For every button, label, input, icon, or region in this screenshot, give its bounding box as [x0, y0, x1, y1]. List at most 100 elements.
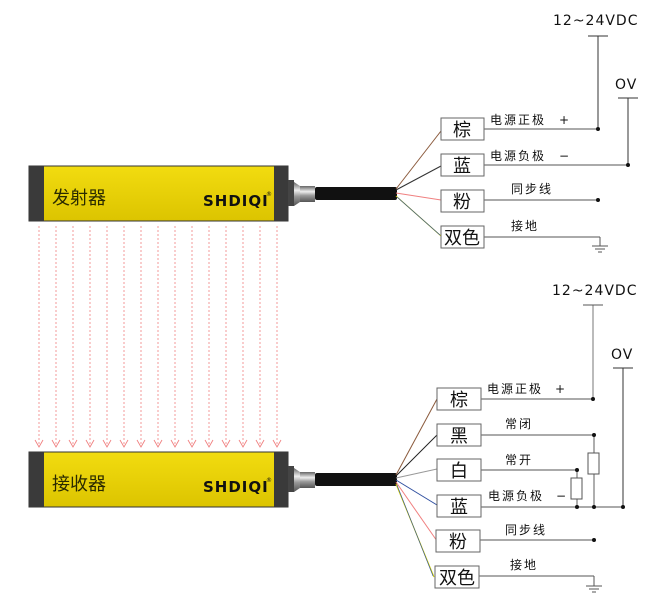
ground-icon [592, 237, 608, 253]
receiver-label-negative: 电源负极 [488, 489, 544, 503]
junction-dot [596, 198, 600, 202]
registered-icon: ® [266, 191, 272, 198]
minus-symbol: − [559, 149, 571, 163]
minus-symbol: − [556, 489, 568, 503]
junction-dot [575, 505, 579, 509]
receiver-wiring: 棕 黑 白 蓝 粉 双色 [395, 283, 638, 593]
receiver-wire-box-brown: 棕 [436, 387, 482, 411]
receiver-wire-box-bicolor: 双色 [434, 565, 480, 589]
receiver-housing [28, 451, 289, 508]
junction-dot [575, 468, 579, 472]
receiver-wire-box-pink: 粉 [435, 529, 481, 553]
emitter-wire-bicolor-stripe [396, 196, 441, 236]
registered-icon: ® [266, 477, 272, 484]
receiver-wire-white [395, 468, 438, 479]
receiver-label-no: 常开 [505, 453, 533, 467]
emitter-wire-box-bicolor: 双色 [440, 225, 485, 249]
svg-text:黑: 黑 [450, 426, 468, 447]
receiver-supply-label: 12~24VDC [552, 283, 638, 299]
emitter-cable [315, 187, 397, 200]
svg-text:双色: 双色 [439, 568, 475, 589]
receiver-wire-box-blue: 蓝 [436, 494, 482, 518]
receiver-cable [315, 473, 397, 486]
receiver-wire-box-black: 黑 [436, 423, 482, 447]
emitter-wire-box-blue: 蓝 [440, 153, 485, 177]
junction-dot [591, 397, 595, 401]
junction-dot [596, 127, 600, 131]
emitter-connector [300, 186, 315, 202]
receiver-connector [300, 472, 315, 488]
beam-arrow-icon [68, 439, 78, 448]
emitter-connector-base [288, 180, 294, 206]
beam-arrow-icon [136, 439, 146, 448]
emitter-ground-label: OV [615, 77, 637, 93]
emitter-end-cap-left [29, 166, 44, 221]
svg-text:粉: 粉 [449, 532, 467, 553]
receiver-end-cap-left [29, 452, 44, 507]
emitter-label-negative: 电源负极 [490, 149, 546, 163]
emitter-end-cap-right [274, 166, 288, 221]
receiver-label-sync: 同步线 [505, 523, 547, 537]
svg-text:棕: 棕 [453, 120, 471, 141]
emitter-wire-box-brown: 棕 [440, 117, 485, 141]
receiver-wire-blue [395, 479, 438, 506]
beam-arrow-icon [51, 439, 61, 448]
plus-symbol: + [559, 113, 571, 127]
receiver-label-nc: 常闭 [505, 417, 533, 431]
receiver-label-ground: 接地 [510, 557, 538, 572]
emitter-brand-logo: SHDIQI [203, 192, 269, 210]
svg-text:白: 白 [450, 461, 468, 482]
emitter-wire-box-pink: 粉 [440, 189, 485, 213]
beam-arrow-icon [187, 439, 197, 448]
beam-arrow-icon [221, 439, 231, 448]
receiver-ground-label: OV [611, 347, 633, 363]
emitter-wire-pink [395, 192, 442, 201]
emitter-device: 发射器 SHDIQI ® [28, 165, 397, 222]
beam-arrow-icon [238, 439, 248, 448]
beam-arrow-icon [34, 439, 44, 448]
emitter-supply-label: 12~24VDC [553, 13, 639, 29]
junction-dot [626, 163, 630, 167]
emitter-housing [28, 165, 289, 222]
emitter-label-positive: 电源正极 [490, 113, 546, 127]
emitter-name: 发射器 [52, 188, 106, 209]
light-beams [34, 226, 282, 448]
receiver-connector-base [288, 466, 294, 492]
resistor-icon [570, 477, 583, 500]
receiver-wire-brown [395, 398, 438, 476]
emitter-connector-taper [294, 182, 300, 206]
svg-text:粉: 粉 [453, 192, 471, 213]
beam-arrow-icon [102, 439, 112, 448]
receiver-label-positive: 电源正极 [487, 382, 543, 396]
emitter-wire-brown [395, 130, 442, 190]
svg-text:双色: 双色 [444, 228, 480, 249]
svg-text:蓝: 蓝 [450, 497, 468, 518]
emitter-label-ground: 接地 [511, 218, 539, 233]
beam-arrow-icon [119, 439, 129, 448]
resistor-icon [587, 452, 600, 475]
svg-text:蓝: 蓝 [453, 156, 471, 177]
ground-icon [586, 576, 602, 593]
beam-arrow-icon [153, 439, 163, 448]
receiver-wire-box-white: 白 [436, 458, 482, 482]
receiver-wire-pink [395, 481, 438, 542]
receiver-wire-bicolor-stripe [396, 484, 434, 577]
emitter-wire-blue [395, 165, 442, 191]
receiver-device: 接收器 SHDIQI ® [28, 451, 397, 508]
beam-arrow-icon [272, 439, 282, 448]
emitter-label-sync: 同步线 [511, 182, 553, 196]
junction-dot [621, 505, 625, 509]
emitter-wiring: 棕 蓝 粉 双色 12~ [395, 13, 639, 253]
junction-dot [592, 538, 596, 542]
plus-symbol: + [555, 382, 567, 396]
beam-arrow-icon [170, 439, 180, 448]
junction-dot [592, 433, 596, 437]
receiver-brand-logo: SHDIQI [203, 478, 269, 496]
receiver-connector-taper [294, 468, 300, 492]
svg-text:棕: 棕 [450, 390, 468, 411]
beam-arrow-icon [255, 439, 265, 448]
junction-dot [592, 505, 596, 509]
receiver-wire-black [395, 434, 438, 477]
receiver-name: 接收器 [52, 474, 106, 495]
